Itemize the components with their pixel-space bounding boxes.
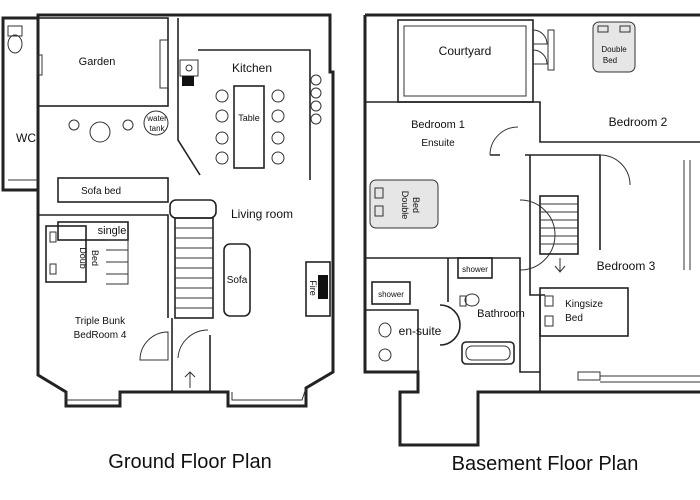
shower-label-1: shower — [462, 265, 488, 274]
double-bed-label-1: Doub — [78, 247, 88, 269]
bedroom3-label: Bedroom 3 — [597, 259, 656, 273]
ensuite-wall — [365, 304, 461, 372]
hallway-wall — [490, 154, 601, 296]
wc-label: WC — [16, 131, 36, 145]
bunk-ladder — [106, 239, 129, 285]
sofa-bed-label: Sofa bed — [81, 186, 121, 197]
shower-label-2: shower — [378, 290, 404, 299]
double-bed-label-b2: Bed — [411, 197, 421, 213]
bedroom2-label: Bedroom 2 — [609, 115, 668, 129]
double-bed-top-label-1: Double — [601, 45, 627, 54]
bedroom4-wall — [38, 214, 169, 318]
wc-outer-wall — [1, 16, 38, 192]
chairs-icon — [215, 89, 285, 165]
kingsize-bed — [539, 287, 629, 337]
water-tank-icon — [143, 110, 169, 136]
sofa — [223, 243, 251, 317]
ground-floor-plan: Garden Kitchen WC water tank Table Sofa … — [1, 13, 335, 473]
single-label: single — [98, 225, 127, 237]
bedroom1-door — [489, 126, 519, 156]
shower-1 — [457, 257, 493, 279]
basement-floor-title: Basement Floor Plan — [452, 453, 639, 475]
sink-icon — [179, 59, 199, 86]
courtyard-area — [397, 19, 534, 103]
ensuite-label: Ensuite — [421, 138, 455, 149]
kitchen-table — [233, 85, 265, 169]
water-tank-label-2: tank — [149, 124, 165, 133]
light-icon — [89, 121, 111, 143]
bay-windows — [65, 387, 307, 401]
garden-label: Garden — [79, 56, 116, 68]
double-bed-top-label-2: Bed — [603, 56, 617, 65]
double-bed-label-b1: Double — [400, 191, 410, 220]
hob-icon — [310, 74, 322, 125]
entrance-hall — [171, 318, 211, 392]
sofa-bed — [57, 177, 169, 203]
bedroom2-door — [599, 154, 631, 186]
en-suite-label: en-suite — [399, 324, 442, 338]
front-door — [177, 329, 209, 359]
kitchen-counter — [198, 49, 311, 180]
double-bed-ground — [45, 225, 87, 283]
fireplace — [305, 261, 331, 317]
basement-outer-wall — [363, 13, 700, 447]
single-bed — [57, 221, 129, 241]
courtyard-label: Courtyard — [439, 44, 492, 58]
bedroom1-label: Bedroom 1 — [411, 119, 465, 131]
bedroom3-window — [683, 160, 691, 270]
bedroom2-wall — [535, 101, 700, 143]
bathroom-door — [519, 199, 556, 271]
ground-floor-title: Ground Floor Plan — [108, 451, 271, 473]
shower-2 — [371, 281, 411, 305]
fire-label: Fire — [308, 280, 318, 296]
bedroom4-label-1: Triple Bunk — [75, 316, 126, 327]
kitchen-label: Kitchen — [232, 61, 272, 75]
table-label: Table — [238, 113, 260, 123]
double-bed-bedroom2 — [592, 21, 636, 73]
garden-door — [159, 39, 169, 89]
double-bed-label-2: Bed — [90, 250, 100, 266]
kingsize-label-1: Kingsize — [565, 299, 603, 310]
kitchen-wall — [177, 18, 201, 176]
stairs-arrow-icon — [554, 258, 566, 273]
bathroom-label: Bathroom — [477, 308, 525, 320]
basement-staircase — [539, 195, 579, 255]
toilet-icon — [7, 25, 23, 54]
kingsize-label-2: Bed — [565, 313, 583, 324]
courtyard-door — [532, 29, 548, 65]
sofa-label: Sofa — [227, 275, 248, 286]
toilet-basement-icon — [378, 293, 480, 362]
living-room-label: Living room — [231, 207, 293, 221]
bedroom4-label-2: BedRoom 4 — [74, 330, 127, 341]
bedroom4-door — [139, 331, 169, 361]
basement-floor-plan: Courtyard Double Bed Bedroom 1 Ensuite B… — [363, 13, 700, 475]
entrance-arrow-icon — [184, 371, 196, 388]
landing — [169, 199, 217, 219]
double-bed-bedroom1 — [369, 179, 439, 229]
bathtub — [461, 341, 515, 365]
water-tank-label-1: water — [146, 114, 167, 123]
basement-window — [577, 371, 601, 381]
